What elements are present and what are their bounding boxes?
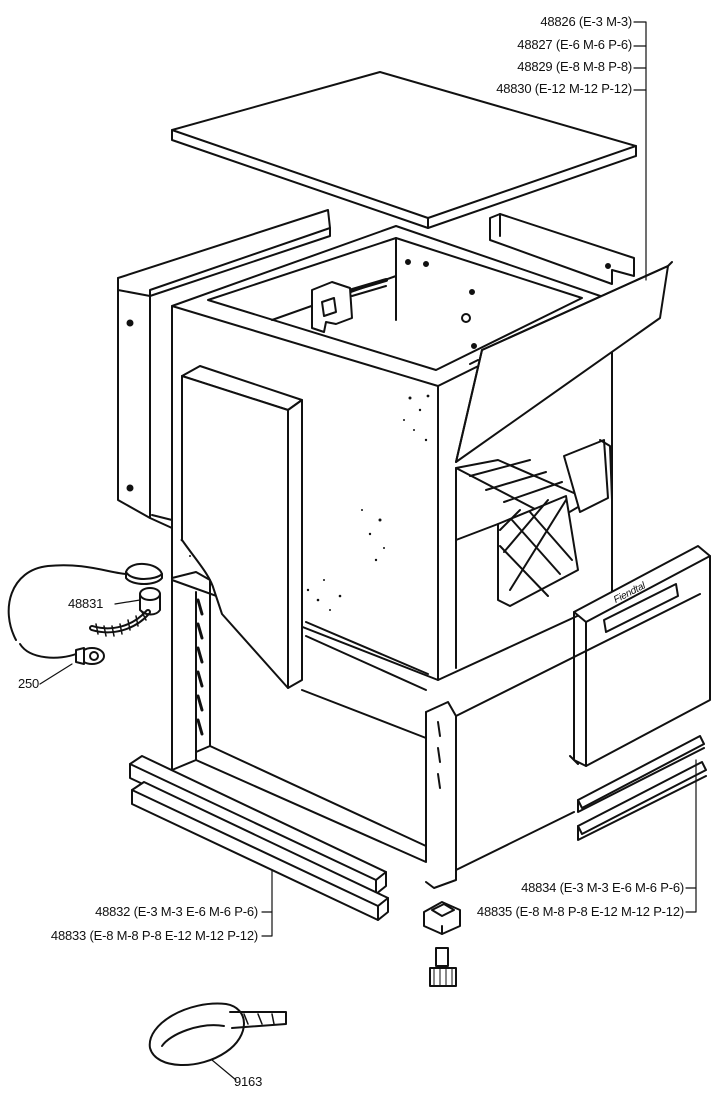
label-48827: 48827 (E-6 M-6 P-6) — [517, 37, 632, 52]
label-250: 250 — [18, 676, 40, 691]
label-48826: 48826 (E-3 M-3) — [540, 14, 632, 29]
ice-scoop — [148, 1002, 287, 1066]
front-logo-panel — [569, 545, 711, 767]
label-48834: 48834 (E-3 M-3 E-6 M-6 P-6) — [521, 880, 684, 895]
drain-hose — [7, 563, 163, 665]
label-9163: 9163 — [234, 1074, 263, 1089]
right-base-rail — [577, 735, 707, 841]
label-48831: 48831 — [68, 596, 104, 611]
top-lid-panel — [171, 71, 637, 229]
inner-divider-panel — [455, 439, 613, 669]
label-48835: 48835 (E-8 M-8 P-8 E-12 M-12 P-12) — [476, 904, 684, 919]
insulation-texture — [180, 394, 430, 611]
label-48830: 48830 (E-12 M-12 P-12) — [496, 81, 632, 96]
label-48829: 48829 (E-8 M-8 P-8) — [517, 59, 632, 74]
left-side-panel — [117, 209, 331, 531]
base-frame — [171, 571, 701, 889]
leader-lines — [39, 21, 697, 1081]
left-base-rail — [129, 755, 389, 921]
back-right-panel — [489, 213, 635, 285]
wire-basket — [455, 459, 591, 607]
front-insulated-door — [181, 365, 303, 689]
label-48832: 48832 (E-3 M-3 E-6 M-6 P-6) — [95, 904, 258, 919]
inner-lid-panel — [455, 261, 673, 463]
leveling-foot — [423, 901, 461, 987]
label-48833: 48833 (E-8 M-8 P-8 E-12 M-12 P-12) — [50, 928, 258, 943]
